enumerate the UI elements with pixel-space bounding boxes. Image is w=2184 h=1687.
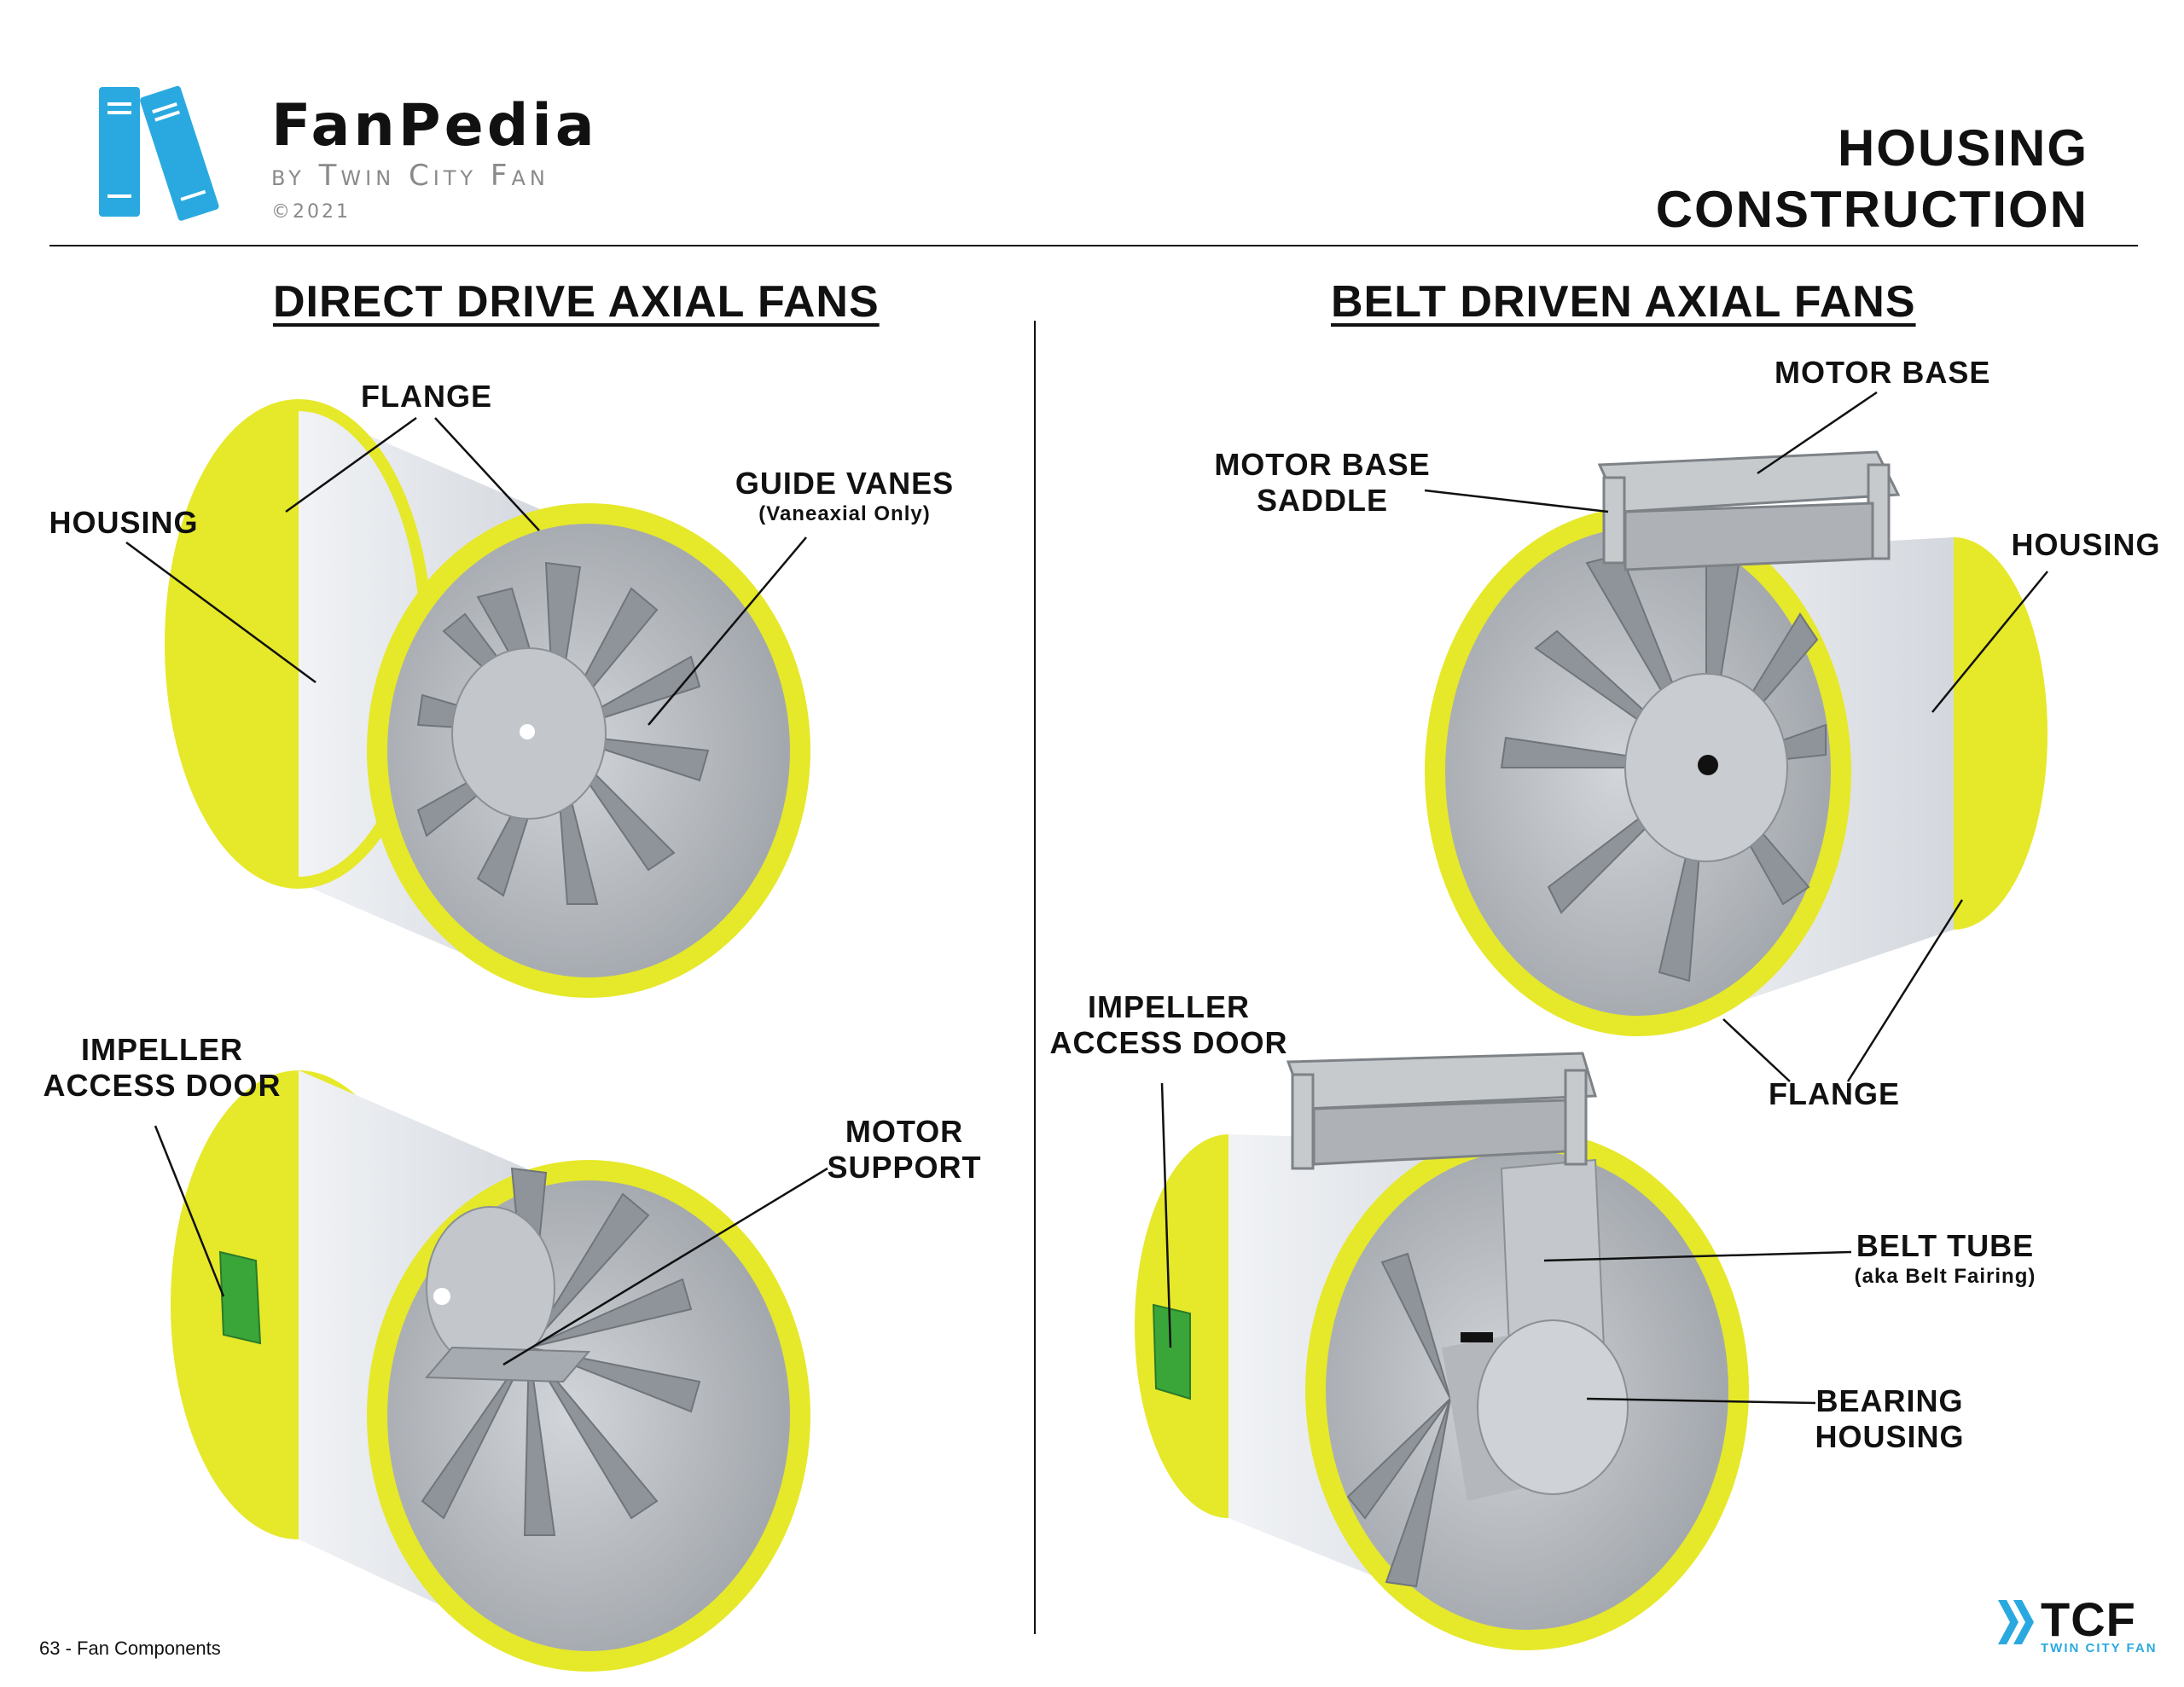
section-title-direct-drive: DIRECT DRIVE AXIAL FANS [273, 277, 880, 327]
header-divider [49, 245, 2138, 246]
label-bd-impeller-access-door: IMPELLER ACCESS DOOR [1049, 989, 1288, 1061]
label-dd-impeller-access-door: IMPELLER ACCESS DOOR [43, 1032, 282, 1104]
leader-lines [125, 391, 2048, 1405]
label-bd-bearing-housing: BEARING HOUSING [1800, 1383, 1979, 1455]
label-dd-motor-support-line2: SUPPORT [827, 1150, 982, 1185]
tcf-logo-subtitle: TWIN CITY FAN [2041, 1641, 2158, 1655]
label-dd-guide-vanes-note: (Vaneaxial Only) [758, 502, 931, 525]
label-bd-saddle-line1: MOTOR BASE [1214, 447, 1431, 482]
brand-subtitle: by Twin City Fan [271, 159, 549, 193]
label-bd-belt-tube: BELT TUBE (aka Belt Fairing) [1834, 1228, 2056, 1290]
label-dd-motor-support-line1: MOTOR [845, 1114, 964, 1149]
label-dd-impeller-line1: IMPELLER [80, 1032, 243, 1067]
label-bd-flange: FLANGE [1769, 1076, 1900, 1111]
footer-page-reference: 63 - Fan Components [39, 1638, 221, 1659]
label-bd-saddle-line2: SADDLE [1256, 483, 1388, 518]
motor-base-top [1597, 450, 1901, 571]
brand-title: FanPedia [271, 92, 598, 159]
fan-belt-driven-bottom [1135, 1052, 1749, 1650]
impeller-access-door-right [1152, 1303, 1191, 1400]
column-divider [1034, 321, 1036, 1634]
page-title-line1: HOUSING [1837, 119, 2088, 177]
label-bd-belt-tube-main: BELT TUBE [1856, 1228, 2035, 1263]
label-bd-impeller-line1: IMPELLER [1087, 989, 1250, 1024]
label-bd-motor-base-saddle: MOTOR BASE SADDLE [1211, 447, 1433, 519]
label-bd-motor-base: MOTOR BASE [1774, 355, 1991, 390]
fan-direct-drive-vaneaxial [165, 399, 810, 998]
fan-direct-drive-tubeaxial [171, 1070, 810, 1672]
label-dd-flange: FLANGE [361, 379, 492, 414]
label-dd-motor-support: MOTOR SUPPORT [819, 1114, 990, 1186]
fan-belt-driven-top [1425, 450, 2048, 1036]
brand-copyright: ©2021 [271, 201, 351, 223]
label-dd-impeller-line2: ACCESS DOOR [43, 1068, 282, 1103]
impeller-access-door-left [218, 1250, 262, 1345]
label-bd-belt-tube-note: (aka Belt Fairing) [1854, 1265, 2036, 1288]
label-dd-housing: HOUSING [49, 505, 199, 540]
label-dd-guide-vanes: GUIDE VANES (Vaneaxial Only) [734, 466, 956, 527]
label-bd-impeller-line2: ACCESS DOOR [1049, 1025, 1288, 1060]
tcf-logo-text: TCF [2041, 1592, 2136, 1646]
label-bd-bearing-line1: BEARING [1815, 1383, 1964, 1418]
label-bd-housing: HOUSING [2011, 527, 2161, 562]
page-title-line2: CONSTRUCTION [1655, 181, 2088, 238]
motor-base-bottom [1286, 1052, 1597, 1170]
label-bd-bearing-line2: HOUSING [1815, 1419, 1965, 1454]
label-dd-guide-vanes-main: GUIDE VANES [735, 466, 955, 501]
section-title-belt-driven: BELT DRIVEN AXIAL FANS [1331, 277, 1916, 327]
fanpedia-books-logo [99, 85, 219, 221]
page-title: HOUSING CONSTRUCTION [1491, 118, 2088, 241]
tcf-chevron-icon [1998, 1600, 2034, 1644]
